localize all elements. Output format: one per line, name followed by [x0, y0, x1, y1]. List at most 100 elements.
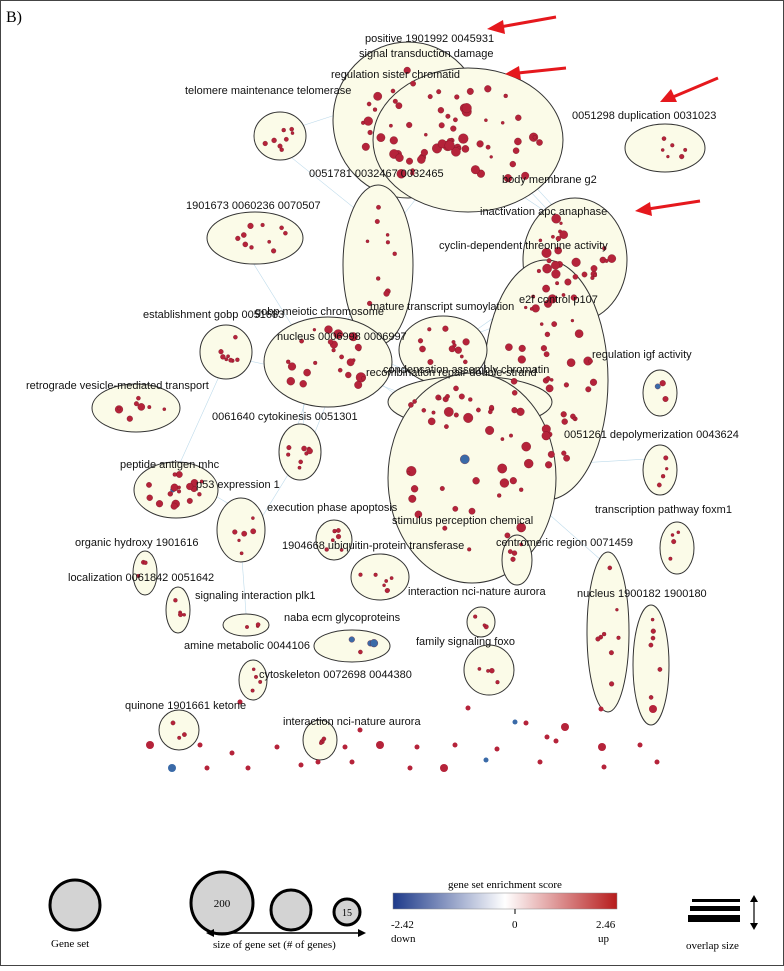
gene-set-node: [176, 471, 182, 477]
cluster-label: interaction nci-nature aurora: [283, 716, 421, 728]
gene-set-node: [497, 494, 501, 498]
gene-set-node: [484, 85, 491, 92]
gene-set-node: [671, 533, 674, 536]
cluster-label: amine metabolic 0044106: [184, 640, 310, 652]
gene-set-node: [424, 133, 427, 136]
gene-set-node: [248, 223, 254, 229]
gene-set-node: [288, 363, 296, 371]
gene-set-node: [546, 385, 553, 392]
gene-set-node: [462, 103, 472, 113]
cluster-label: recombination repair double-strand: [366, 367, 537, 379]
gene-set-node: [512, 390, 517, 395]
score-gradient-bar: [393, 893, 617, 909]
gene-set-node: [385, 579, 388, 582]
gene-set-node: [445, 141, 455, 151]
gene-set-node: [545, 332, 550, 337]
gene-set-node: [575, 330, 583, 338]
gene-set-node: [205, 766, 210, 771]
gene-set-node: [683, 148, 687, 152]
gene-set-node: [440, 764, 448, 772]
gene-set-node: [245, 625, 249, 629]
gene-set-node: [243, 242, 248, 247]
gene-set-node: [148, 405, 152, 409]
gene-set-node: [298, 466, 301, 469]
gene-set-node: [171, 503, 178, 510]
gene-set-node: [661, 148, 664, 151]
gene-set-node: [664, 456, 669, 461]
gene-set-node: [490, 155, 493, 158]
gene-set-node: [338, 368, 342, 372]
gene-set-node: [511, 557, 516, 562]
gene-set-node: [439, 123, 445, 129]
gene-set-node: [251, 517, 254, 520]
gene-set-node: [256, 623, 260, 627]
cluster-ellipse: [159, 710, 199, 750]
gene-set-node: [235, 236, 240, 241]
gene-set-node: [197, 492, 201, 496]
gene-set-node: [251, 689, 255, 693]
gene-set-node: [651, 636, 655, 640]
gene-set-node: [453, 743, 458, 748]
cluster-label: nucleus 1900182 1900180: [577, 588, 707, 600]
cluster-ellipse: [223, 614, 269, 636]
gene-set-node: [518, 356, 526, 364]
gene-set-node: [572, 258, 581, 267]
gene-set-node: [469, 508, 475, 514]
gene-set-node: [316, 760, 321, 765]
gene-set-node: [299, 763, 304, 768]
gene-set-node: [443, 326, 449, 332]
gene-set-node: [573, 417, 576, 420]
gene-set-node: [524, 459, 533, 468]
gene-set-node: [138, 403, 145, 410]
cluster-label: stimulus perception chemical: [392, 515, 533, 527]
cluster-ellipse: [625, 124, 705, 172]
gene-set-node: [386, 233, 389, 236]
gene-set-node: [339, 355, 343, 359]
gene-set-node: [660, 380, 666, 386]
gene-set-node: [413, 399, 417, 403]
gene-set-node: [582, 272, 587, 277]
cluster-ellipse: [254, 112, 306, 160]
gene-set-node: [548, 451, 555, 458]
gene-set-node: [498, 464, 507, 473]
gene-set-node: [242, 531, 247, 536]
cluster-label: cytoskeleton 0072698 0044380: [259, 669, 412, 681]
gene-set-node: [246, 766, 251, 771]
gene-set-node: [591, 276, 595, 280]
gene-set-node: [669, 557, 673, 561]
panel-label: B): [6, 9, 22, 26]
cluster-label: 1901673 0060236 0070507: [186, 200, 321, 212]
gene-set-node: [513, 720, 518, 725]
gene-set-node: [598, 743, 606, 751]
gene-set-node: [500, 479, 509, 488]
gene-set-node: [444, 407, 453, 416]
gene-set-node: [186, 483, 193, 490]
gene-set-node: [561, 723, 569, 731]
gene-set-node: [533, 135, 537, 139]
cluster-label: centromeric region 0071459: [496, 537, 633, 549]
gene-set-node: [446, 114, 451, 119]
gene-set-node: [486, 145, 490, 149]
gene-set-node: [278, 144, 283, 149]
gene-set-node: [468, 398, 472, 402]
gene-set-node: [118, 407, 121, 410]
gene-set-node: [300, 380, 307, 387]
gene-set-node: [478, 667, 481, 670]
gene-set-node: [358, 728, 363, 733]
gene-set-node: [510, 161, 516, 167]
gene-set-node: [336, 528, 340, 532]
gene-set-node: [268, 240, 271, 243]
gene-set-node: [263, 141, 268, 146]
gene-set-node: [376, 205, 380, 209]
gene-set-node: [519, 488, 523, 492]
gene-set-node: [232, 530, 237, 535]
gene-set-node: [235, 358, 239, 362]
gene-set-node: [509, 434, 513, 438]
gene-set-node: [541, 345, 547, 351]
gene-set-node: [561, 451, 566, 456]
cluster-label: telomere maintenance telomerase: [185, 85, 351, 97]
up-label: up: [598, 933, 610, 945]
gene-set-node: [385, 588, 390, 593]
